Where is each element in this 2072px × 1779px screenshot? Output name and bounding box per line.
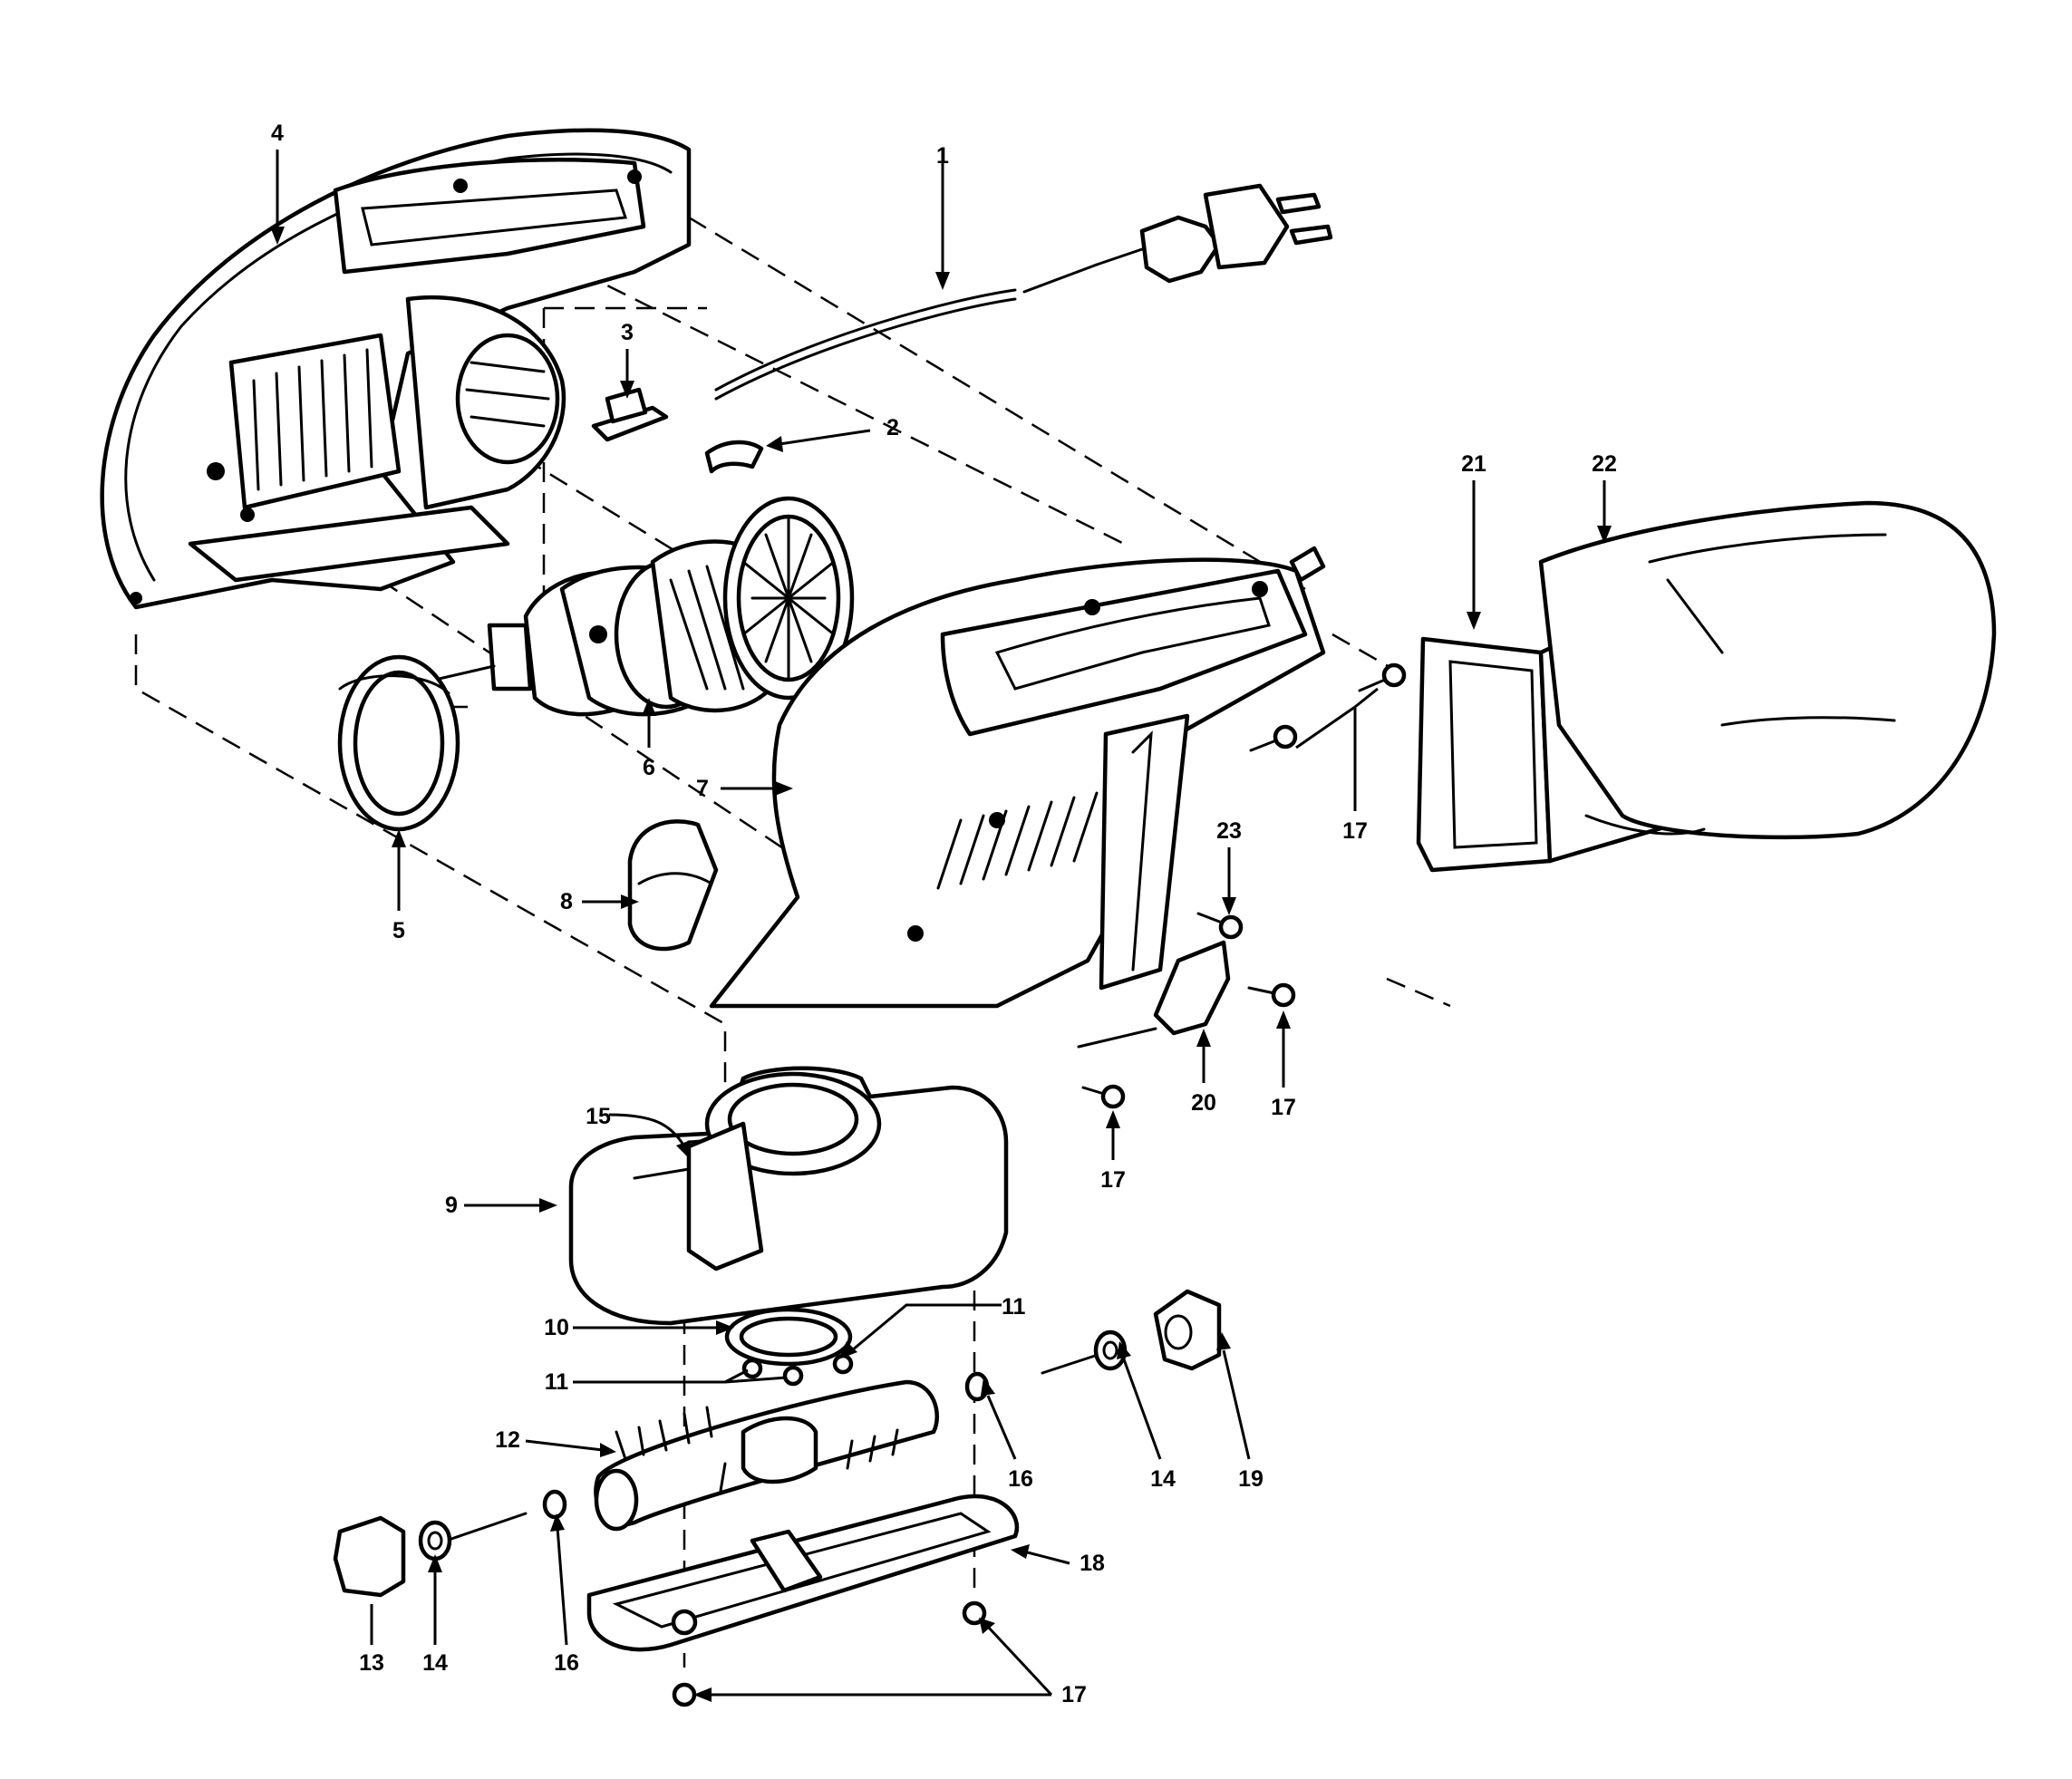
callout-17-right: 17	[1271, 1095, 1296, 1120]
end-plug-part-19	[1153, 1289, 1222, 1371]
bottom-plate-part-18	[586, 1494, 1020, 1652]
power-cord-part-1	[704, 183, 1333, 474]
callout-21: 21	[1461, 451, 1486, 477]
washer-part-16-left	[542, 1489, 567, 1520]
badge-part-8	[627, 819, 719, 952]
screw-17-right	[1247, 982, 1296, 1008]
front-housing-part-7	[709, 546, 1326, 1009]
callout-14-right: 14	[1150, 1466, 1176, 1492]
callout-13: 13	[359, 1650, 384, 1676]
callout-labels: 4 1 3 2 21 22 6 7 5 17 23 8 17 20 17 15 …	[271, 121, 1617, 1707]
screw-17-top-left	[1249, 724, 1298, 752]
callout-4: 4	[271, 121, 284, 146]
callout-18: 18	[1080, 1551, 1105, 1576]
screw-17-bottom	[1081, 1084, 1126, 1109]
callout-9: 9	[445, 1193, 458, 1218]
callout-2: 2	[886, 415, 899, 440]
callout-14-left: 14	[422, 1650, 448, 1676]
callout-12: 12	[495, 1427, 520, 1453]
screw-17-top	[1358, 662, 1407, 692]
motor-part-6	[433, 496, 855, 717]
callout-22: 22	[1592, 451, 1617, 477]
bearing-part-14-right	[1041, 1329, 1128, 1375]
callout-17-mid: 17	[1100, 1167, 1126, 1193]
callout-7: 7	[696, 776, 709, 801]
bearing-part-14-left	[418, 1512, 528, 1561]
end-cap-part-13	[333, 1515, 406, 1598]
callout-23: 23	[1216, 818, 1242, 844]
callout-3: 3	[621, 320, 634, 345]
clip-part-20	[1077, 940, 1231, 1049]
callout-20: 20	[1191, 1090, 1216, 1116]
cover-part-15	[686, 1121, 764, 1271]
callout-11-right: 11	[1002, 1294, 1026, 1320]
brushroll-part-12	[594, 1379, 939, 1532]
callout-16-left: 16	[554, 1650, 579, 1676]
ring-part-5	[337, 654, 460, 832]
switch-part-3	[591, 387, 669, 442]
callout-5: 5	[392, 918, 405, 943]
dirt-cup-part-22	[1538, 500, 1997, 840]
leaders	[270, 150, 1612, 1702]
callout-10: 10	[544, 1315, 569, 1340]
screws	[672, 662, 1407, 1707]
screws-part-11	[741, 1353, 854, 1387]
callout-17-bottom: 17	[1061, 1682, 1087, 1707]
callout-16-right: 16	[1008, 1466, 1033, 1492]
callout-15: 15	[586, 1104, 611, 1129]
callout-8: 8	[560, 889, 573, 914]
gasket-part-10	[724, 1307, 853, 1367]
callout-6: 6	[643, 755, 655, 780]
screw-23	[1196, 912, 1244, 940]
screw-17-lowest	[672, 1682, 697, 1707]
callout-19: 19	[1238, 1466, 1264, 1492]
callout-11-left: 11	[545, 1369, 569, 1395]
callout-1: 1	[936, 143, 949, 169]
rear-housing-part-4	[100, 128, 692, 610]
callout-17-top: 17	[1342, 818, 1368, 844]
base-housing-part-9	[568, 1066, 1009, 1326]
